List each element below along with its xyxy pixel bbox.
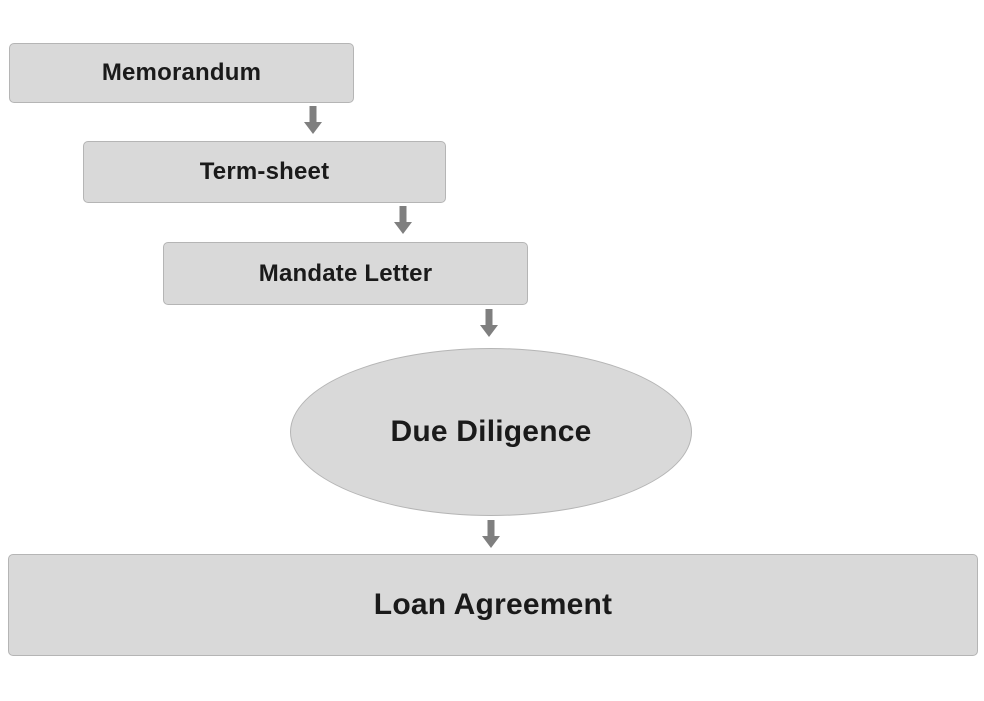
node-due-diligence: Due Diligence xyxy=(290,348,692,516)
arrow-down-glyph xyxy=(480,309,498,337)
node-loan-agreement-label: Loan Agreement xyxy=(373,588,613,621)
arrow-down-icon xyxy=(482,520,500,548)
arrow-down-icon xyxy=(394,206,412,234)
node-memorandum: Memorandum xyxy=(9,43,354,103)
arrow-down-icon xyxy=(304,106,322,134)
node-term-sheet-label: Term-sheet xyxy=(199,158,330,185)
node-mandate-letter: Mandate Letter xyxy=(163,242,528,305)
node-loan-agreement: Loan Agreement xyxy=(8,554,978,656)
arrow-down-glyph xyxy=(482,520,500,548)
arrow-down-glyph xyxy=(394,206,412,234)
node-term-sheet: Term-sheet xyxy=(83,141,446,203)
node-mandate-letter-label: Mandate Letter xyxy=(258,259,433,287)
arrow-down-glyph xyxy=(304,106,322,134)
arrow-down-icon xyxy=(480,309,498,337)
node-due-diligence-label: Due Diligence xyxy=(390,415,592,448)
node-memorandum-label: Memorandum xyxy=(101,59,262,86)
